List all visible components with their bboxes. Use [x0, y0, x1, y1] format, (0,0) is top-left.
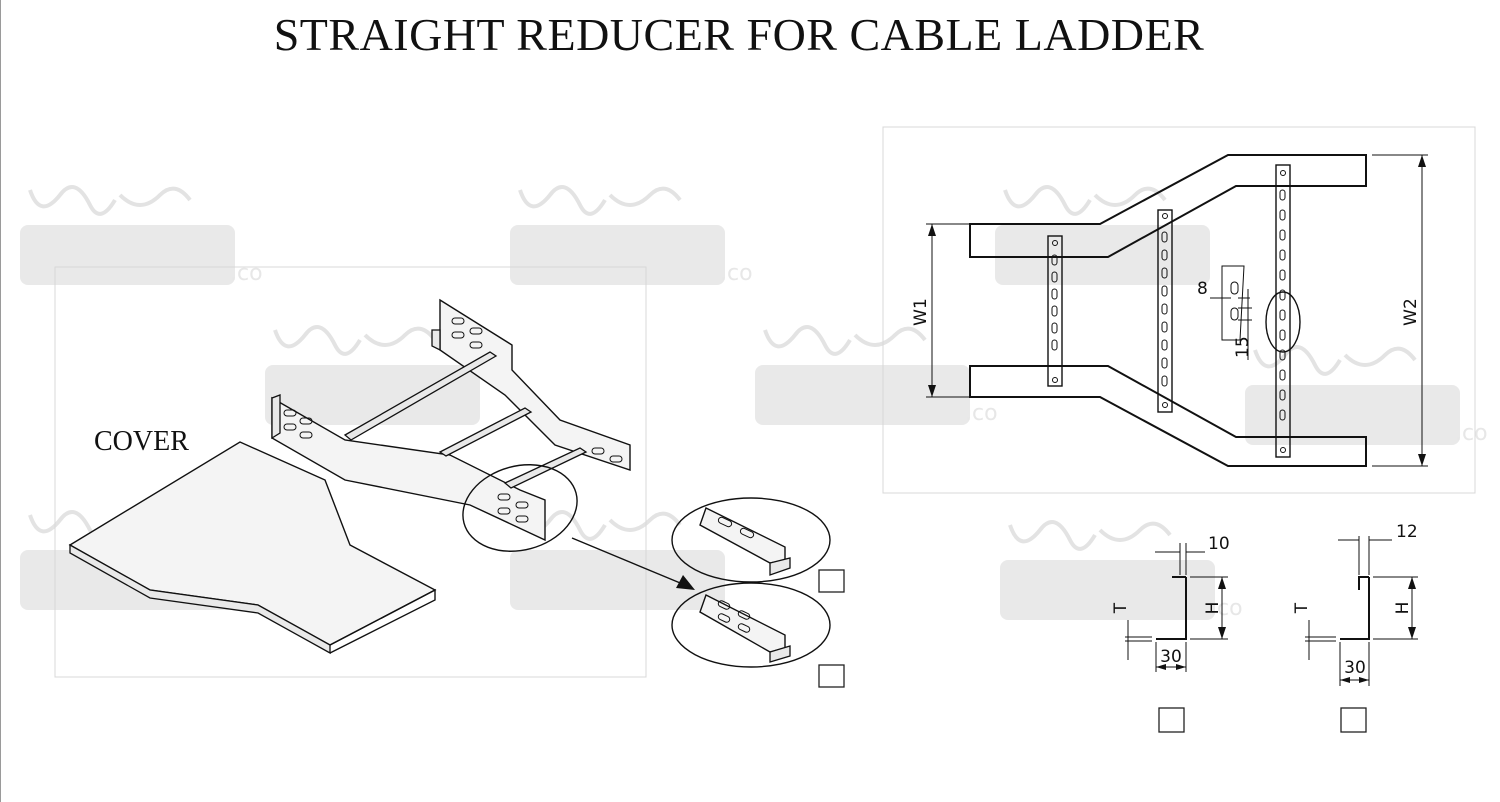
detail-bubble-bottom [671, 582, 831, 668]
plan-rung-slots [1051, 170, 1286, 453]
plan-view-drawing [926, 154, 1428, 467]
page-title: STRAIGHT REDUCER FOR CABLE LADDER [273, 9, 1205, 60]
watermark-6: .co [1245, 345, 1488, 446]
slot-width-label: 8 [1197, 279, 1208, 299]
profile-b-lip-label: 12 [1396, 522, 1418, 542]
watermark-9: .co [1000, 520, 1243, 621]
plan-view-frame [882, 126, 1476, 494]
option-checkbox[interactable] [818, 569, 845, 593]
detail-arrow-head [676, 575, 695, 590]
w1-label: W1 [911, 298, 931, 326]
sheet-border [0, 0, 1, 802]
watermark-suffix: .co [1210, 596, 1243, 621]
detail-callout-ellipse [462, 464, 578, 552]
watermark-suffix: .co [720, 261, 753, 286]
watermark-1: .co [20, 185, 263, 286]
watermark-suffix: .co [965, 401, 998, 426]
watermark-suffix: .co [230, 261, 263, 286]
profile-b-drawing [1305, 536, 1418, 686]
isometric-panel-frame [54, 266, 647, 678]
profile-a-checkbox[interactable] [1158, 707, 1185, 733]
watermark-4: .co [755, 325, 998, 426]
profile-b-height-label: H [1393, 602, 1413, 615]
cover-drawing [68, 441, 437, 655]
profile-b-thickness-label: T [1292, 602, 1312, 614]
slot-pitch-label: 15 [1233, 336, 1253, 358]
profile-a-thickness-label: T [1111, 602, 1131, 614]
watermark-3 [265, 325, 480, 425]
detail-bubble-top [671, 497, 831, 583]
ladder-reducer-drawing [271, 298, 695, 590]
profile-a-lip-label: 10 [1208, 534, 1230, 554]
profile-a-base-label: 30 [1160, 647, 1182, 667]
watermark-5 [995, 185, 1210, 285]
profile-b-base-label: 30 [1344, 658, 1366, 678]
rail-slots [283, 317, 623, 523]
watermark-2: .co [510, 185, 753, 286]
watermark-suffix: .co [1455, 421, 1488, 446]
profile-a-drawing [1125, 543, 1228, 672]
profile-a-height-label: H [1203, 602, 1223, 615]
cover-label: COVER [94, 426, 189, 457]
profile-b-checkbox[interactable] [1340, 707, 1367, 733]
detail-arrow-line [571, 537, 686, 586]
w2-label: W2 [1401, 298, 1421, 326]
option-checkbox[interactable] [818, 664, 845, 688]
